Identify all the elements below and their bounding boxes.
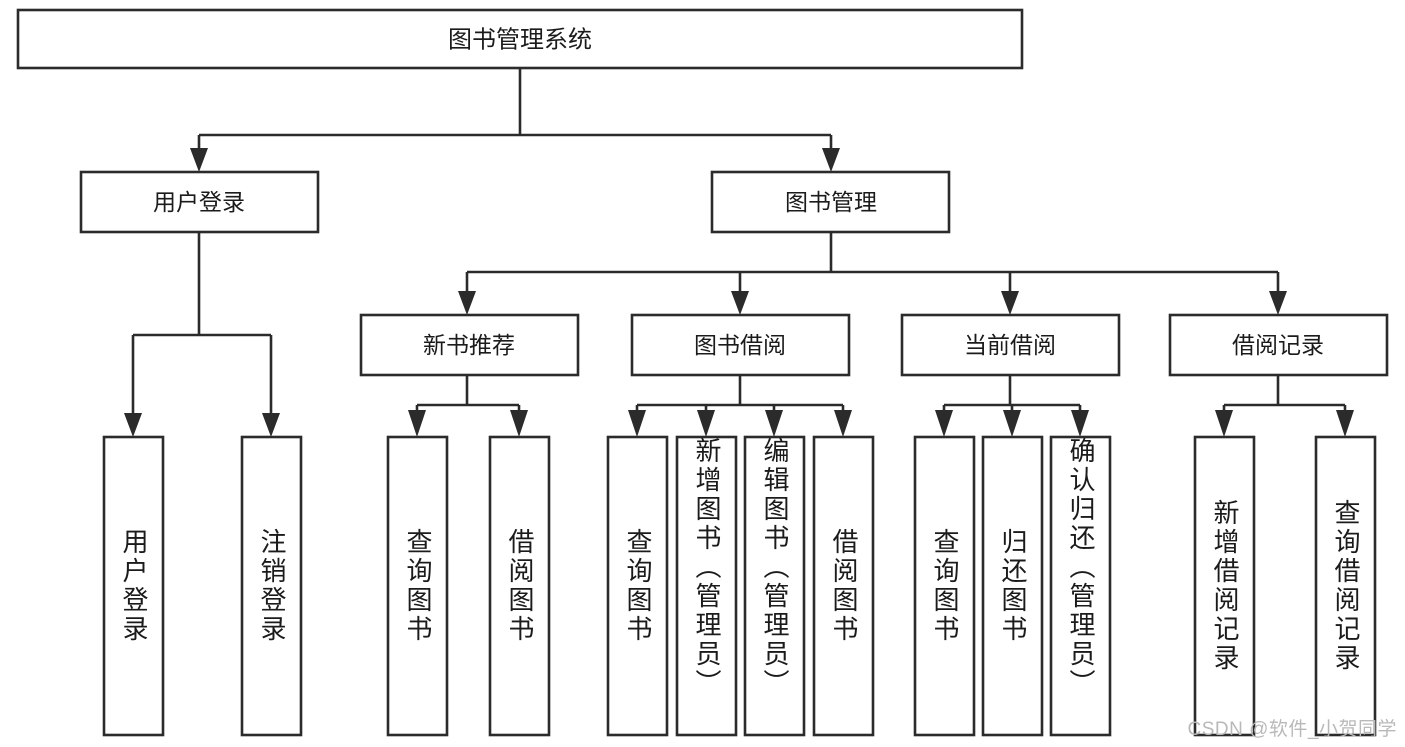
node-new-book-recommend[interactable]: 新书推荐 bbox=[359, 313, 580, 377]
leaf-box-query-book-3[interactable] bbox=[913, 435, 976, 737]
leaf-boxes-current-borrow bbox=[913, 435, 1112, 737]
node-book-management-label: 图书管理 bbox=[785, 189, 877, 215]
node-root-system[interactable]: 图书管理系统 bbox=[16, 8, 1024, 70]
arrow-head-book-borrow bbox=[731, 291, 749, 315]
arrow-head-leaf-logout bbox=[262, 413, 280, 437]
node-borrow-records-box[interactable] bbox=[1168, 313, 1389, 377]
leaf-box-edit-book-admin[interactable] bbox=[743, 435, 806, 737]
leaf-box-borrow-book-1[interactable] bbox=[488, 435, 551, 737]
arrow-head-current-borrow bbox=[1001, 291, 1019, 315]
arrow-head-newbook-leaf2 bbox=[510, 410, 528, 437]
connector-group-book-mgmt bbox=[458, 232, 1287, 315]
node-root-system-box[interactable] bbox=[16, 8, 1024, 70]
connector-group-book-borrow bbox=[628, 375, 852, 437]
connector-group-root bbox=[190, 68, 840, 172]
connector-group-new-book bbox=[408, 375, 528, 437]
leaf-boxes-user-login bbox=[102, 435, 303, 737]
leaf-box-logout[interactable] bbox=[240, 435, 303, 737]
watermark-text: CSDN @软件_小贺同学 bbox=[1187, 719, 1397, 740]
leaf-box-query-book-1[interactable] bbox=[386, 435, 449, 737]
node-user-login-box[interactable] bbox=[79, 170, 320, 234]
connector-group-user-login bbox=[124, 232, 280, 437]
arrow-head-book-mgmt bbox=[822, 148, 840, 172]
arrow-head-bookborrow-leaf4 bbox=[834, 410, 852, 437]
leaf-boxes-book-borrow bbox=[606, 435, 875, 737]
node-current-borrow-box[interactable] bbox=[900, 313, 1121, 377]
node-book-management-box[interactable] bbox=[710, 170, 951, 234]
arrow-head-borrowrecords-leaf2 bbox=[1336, 410, 1354, 437]
node-book-borrow[interactable]: 图书借阅 bbox=[630, 313, 851, 377]
leaf-box-borrow-book-2[interactable] bbox=[812, 435, 875, 737]
arrow-head-borrow-records bbox=[1269, 291, 1287, 315]
connector-group-current-borrow bbox=[935, 375, 1089, 437]
arrow-head-bookborrow-leaf1 bbox=[628, 410, 646, 437]
node-current-borrow-label: 当前借阅 bbox=[964, 332, 1056, 358]
arrow-head-newbook-leaf1 bbox=[408, 410, 426, 437]
leaf-box-query-book-2[interactable] bbox=[606, 435, 669, 737]
leaf-box-user-login[interactable] bbox=[102, 435, 165, 737]
arrow-head-currentborrow-leaf3 bbox=[1071, 410, 1089, 437]
node-root-system-label: 图书管理系统 bbox=[448, 26, 592, 53]
node-book-borrow-label: 图书借阅 bbox=[694, 332, 786, 358]
node-borrow-records-label: 借阅记录 bbox=[1232, 332, 1324, 358]
arrow-head-bookborrow-leaf2 bbox=[697, 410, 715, 437]
arrow-head-new-book bbox=[458, 291, 476, 315]
arrow-head-bookborrow-leaf3 bbox=[765, 410, 783, 437]
arrow-head-currentborrow-leaf2 bbox=[1003, 410, 1021, 437]
leaf-box-add-book-admin[interactable] bbox=[675, 435, 738, 737]
arrow-head-currentborrow-leaf1 bbox=[935, 410, 953, 437]
arrow-head-borrowrecords-leaf1 bbox=[1215, 410, 1233, 437]
leaf-box-confirm-return-admin[interactable] bbox=[1049, 435, 1112, 737]
leaf-boxes-borrow-records bbox=[1193, 435, 1377, 737]
node-user-login-label: 用户登录 bbox=[153, 189, 245, 215]
node-current-borrow[interactable]: 当前借阅 bbox=[900, 313, 1121, 377]
arrow-head-leaf-user-login bbox=[124, 413, 142, 437]
node-user-login[interactable]: 用户登录 bbox=[79, 170, 320, 234]
leaf-box-return-book[interactable] bbox=[981, 435, 1044, 737]
node-borrow-records[interactable]: 借阅记录 bbox=[1168, 313, 1389, 377]
node-book-management[interactable]: 图书管理 bbox=[710, 170, 951, 234]
leaf-boxes-new-book-recommend bbox=[386, 435, 551, 737]
leaf-box-query-borrow-record[interactable] bbox=[1314, 435, 1377, 737]
leaf-box-add-borrow-record[interactable] bbox=[1193, 435, 1256, 737]
arrow-head-user-login bbox=[190, 148, 208, 172]
connector-group-borrow-records bbox=[1215, 375, 1354, 437]
node-book-borrow-box[interactable] bbox=[630, 313, 851, 377]
node-new-book-recommend-box[interactable] bbox=[359, 313, 580, 377]
node-new-book-recommend-label: 新书推荐 bbox=[423, 332, 515, 358]
